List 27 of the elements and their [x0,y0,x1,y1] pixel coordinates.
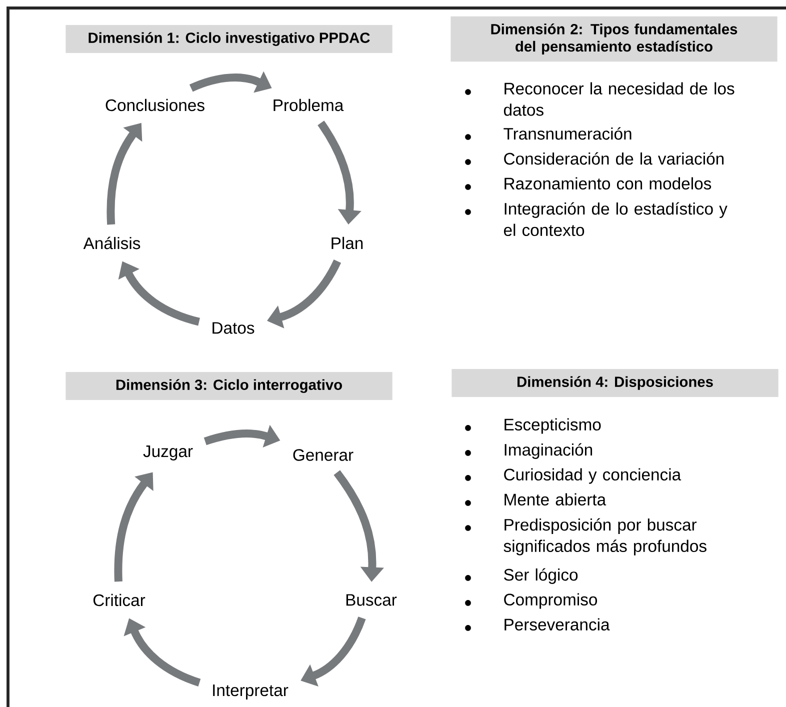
list-item: Predisposición por buscar significados más profundos [465,518,706,556]
cycle-label: Buscar [346,594,397,606]
list-item: Perseverancia [465,618,610,631]
header-band: Dimensión 4: Disposiciones [452,369,778,397]
cycle-label: Datos [212,322,254,334]
header-band: Dimensión 3: Ciclo interrogativo [66,372,392,400]
list-item: Reconocer la necesidad de los datos [465,82,734,116]
cycle-label: Conclusiones [106,98,204,112]
cycle-label: Problema [274,98,344,112]
cycle-label: Juzgar [143,446,193,460]
cycle-label: Generar [293,449,354,461]
list-item: Integración de lo estadístico y el contexto [465,202,728,236]
cycle-label: Interpretar [213,684,288,700]
list-item: Mente abierta [465,493,606,506]
cycle-label: Criticar [93,594,146,606]
list-item: Curiosidad y conciencia [465,468,682,484]
list-item: Escepticismo [465,418,601,434]
list-item: Ser lógico [465,568,578,584]
cycle-label: Análisis [83,236,140,250]
cycle-label: Plan [332,236,363,250]
list-item: Transnumeración [465,127,632,140]
list-item: Imaginación [465,443,592,459]
list-item: Razonamiento con modelos [465,177,712,190]
header-band: Dimensión 1: Ciclo investigativo PPDAC [66,25,392,53]
header-band: Dimensión 2: Tipos fundamentales del pensamiento estadístico [450,16,778,62]
list-item: Compromiso [465,593,598,609]
list-item: Consideración de la variación [465,152,724,165]
